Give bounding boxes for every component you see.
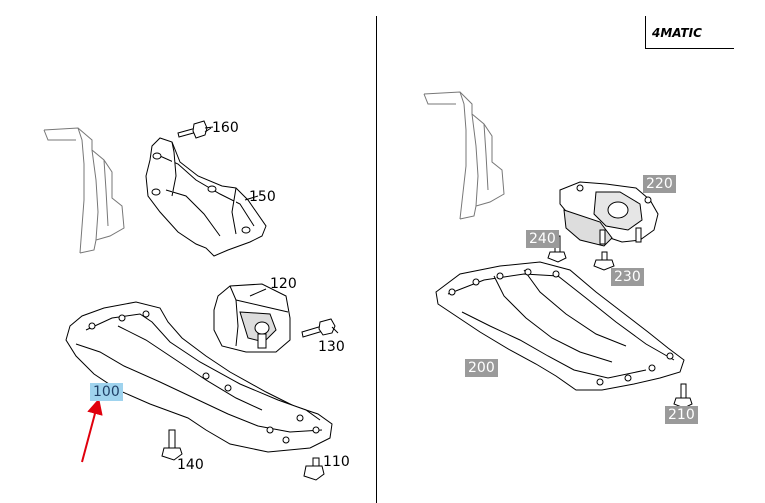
panel-divider <box>376 16 377 503</box>
callout-110[interactable]: 110 <box>323 454 350 470</box>
callout-210[interactable]: 210 <box>665 406 698 424</box>
bolt-160[interactable] <box>177 120 214 139</box>
callout-220[interactable]: 220 <box>643 175 676 193</box>
bolt-130[interactable] <box>301 318 339 338</box>
callout-140[interactable]: 140 <box>177 457 204 473</box>
callout-200[interactable]: 200 <box>465 359 498 377</box>
bolt-110[interactable] <box>303 457 325 481</box>
callout-160[interactable]: 160 <box>212 120 239 136</box>
nut-230[interactable] <box>593 251 615 271</box>
mount-120[interactable] <box>213 283 291 353</box>
bolt-210[interactable] <box>673 383 693 409</box>
callout-240[interactable]: 240 <box>526 230 559 248</box>
bolt-140[interactable] <box>161 429 183 461</box>
callout-150[interactable]: 150 <box>249 189 276 205</box>
leader-lines-left <box>204 127 267 297</box>
transmission-housing-left <box>43 127 125 254</box>
callout-230[interactable]: 230 <box>611 268 644 286</box>
callout-120[interactable]: 120 <box>270 276 297 292</box>
transmission-housing-right <box>423 91 505 220</box>
4matic-badge-text: 4MATIC <box>652 26 702 40</box>
bracket-150[interactable] <box>145 137 267 257</box>
mount-220[interactable] <box>559 181 659 247</box>
callout-130[interactable]: 130 <box>318 339 345 355</box>
crossmember-100[interactable] <box>65 301 333 453</box>
pointer-arrow <box>81 398 103 463</box>
callout-100[interactable]: 100 <box>90 383 123 401</box>
4matic-badge: 4MATIC <box>645 16 734 49</box>
crossmember-200[interactable] <box>435 261 685 391</box>
